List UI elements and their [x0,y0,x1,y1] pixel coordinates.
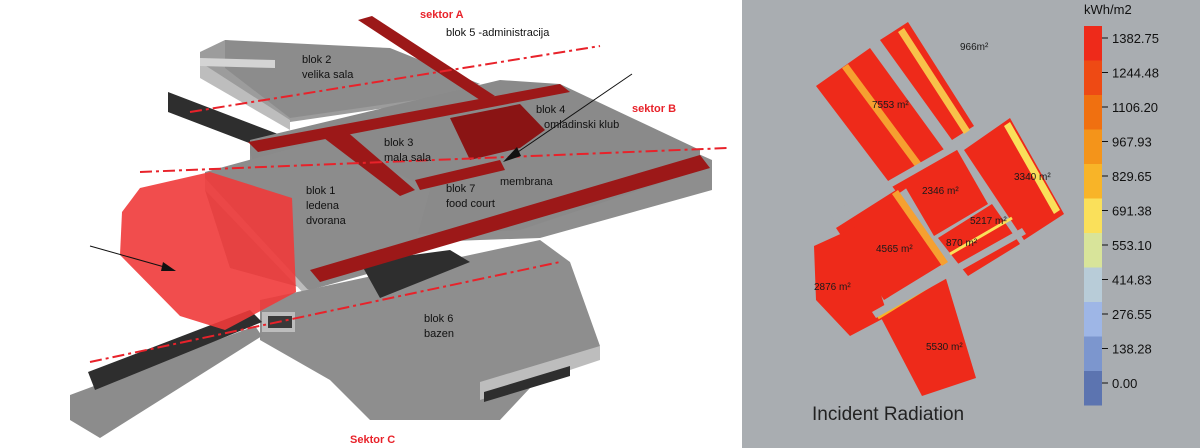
legend-swatch [1084,26,1102,61]
sector-c-label: Sektor C [350,434,395,446]
label-blok-1-sub2: dvorana [306,215,347,227]
legend-colorbar [1084,26,1102,406]
legend-swatch [1084,60,1102,95]
area-5530: 5530 m² [926,342,963,353]
legend-swatch [1084,95,1102,130]
label-blok-3: blok 3 [384,137,413,149]
label-blok-2-sub: velika sala [302,69,354,81]
membrane-ice-hall [120,172,296,330]
label-blok-2: blok 2 [302,54,331,66]
legend-unit: kWh/m2 [1084,2,1132,17]
legend-swatch [1084,302,1102,337]
sector-b-label: sektor B [632,103,676,115]
label-blok-4: blok 4 [536,104,565,116]
legend-swatch [1084,371,1102,406]
legend-tick-label: 1244.48 [1112,66,1159,81]
area-966: 966m² [960,42,989,53]
arrow-head-2 [503,147,521,162]
map-title: Incident Radiation [812,404,964,425]
label-blok-6-sub: bazen [424,328,454,340]
legend-tick-label: 553.10 [1112,238,1152,253]
corridors-highlight [248,16,710,282]
area-3340: 3340 m² [1014,172,1051,183]
legend-swatch [1084,164,1102,199]
label-blok-1: blok 1 [306,185,335,197]
label-blok-7: blok 7 [446,183,475,195]
legend-tick-label: 967.93 [1112,135,1152,150]
area-4565: 4565 m² [876,244,913,255]
site-plan-panel: sektor A sektor B Sektor C blok 5 -admin… [70,9,729,446]
legend-tick-label: 138.28 [1112,342,1152,357]
area-7553: 7553 m² [872,100,909,111]
area-2876: 2876 m² [814,282,851,293]
legend-swatch [1084,267,1102,302]
radiation-panel: 966m² 7553 m² 3340 m² 2346 m² 5217 m² 87… [742,0,1200,448]
legend-ticks: 1382.75 1244.48 1106.20 967.93 829.65 691.38 5… [1102,31,1159,391]
legend-tick-label: 1106.20 [1112,100,1158,115]
legend-swatch [1084,336,1102,371]
radiation-footprint [814,22,1064,396]
legend-tick-label: 829.65 [1112,169,1152,184]
legend-swatch [1084,233,1102,268]
arrow-head-1 [161,262,176,271]
legend-tick-label: 1382.75 [1112,31,1159,46]
sector-lines [89,45,729,363]
legend-tick-label: 276.55 [1112,307,1152,322]
label-blok-7-sub: food court [446,198,495,210]
legend-tick-label: 0.00 [1112,376,1137,391]
site-plan-drawing: sektor A sektor B Sektor C blok 5 -admin… [70,9,729,446]
legend-swatch [1084,198,1102,233]
legend-swatch [1084,129,1102,164]
label-membrana: membrana [500,176,553,188]
legend-tick-label: 691.38 [1112,204,1152,219]
label-blok-3-sub: mala sala [384,152,432,164]
label-blok-5: blok 5 -administracija [446,27,550,39]
label-blok-4-sub: omladinski klub [544,119,619,131]
callout-arrows [89,73,633,269]
sector-a-label: sektor A [420,9,464,21]
area-870: 870 m² [946,238,978,249]
label-blok-1-sub1: ledena [306,200,340,212]
legend-tick-label: 414.83 [1112,273,1152,288]
label-blok-6: blok 6 [424,313,453,325]
radiation-map: 966m² 7553 m² 3340 m² 2346 m² 5217 m² 87… [812,2,1159,425]
area-5217: 5217 m² [970,216,1007,227]
area-2346: 2346 m² [922,186,959,197]
